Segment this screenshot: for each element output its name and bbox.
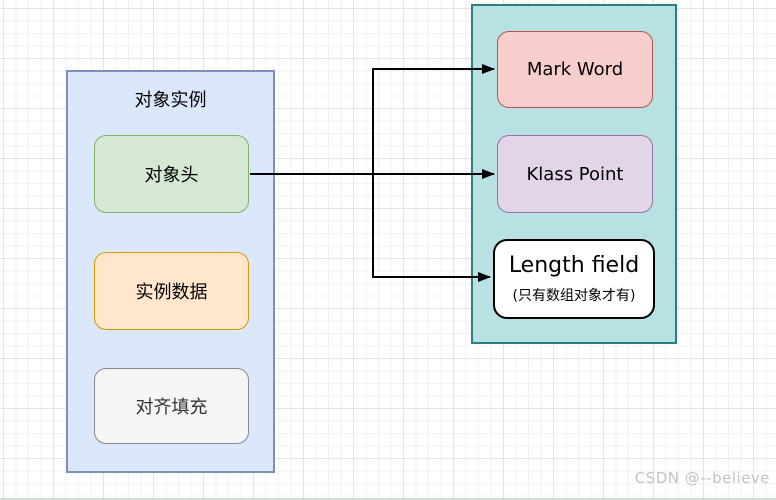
node-length-field-sublabel: (只有数组对象才有): [512, 288, 636, 305]
bottom-edge-divider: [0, 498, 776, 500]
node-object-header-label: 对象头: [144, 165, 199, 186]
node-object-header: 对象头: [94, 135, 249, 213]
node-instance-data-label: 实例数据: [135, 282, 208, 303]
node-instance-data: 实例数据: [94, 252, 249, 330]
node-klass-point: Klass Point: [497, 135, 653, 213]
node-length-field: Length field (只有数组对象才有): [493, 239, 655, 319]
node-alignment-padding-label: 对齐填充: [135, 397, 208, 418]
node-length-field-label: Length field: [508, 252, 640, 278]
node-mark-word: Mark Word: [497, 31, 653, 108]
node-mark-word-label: Mark Word: [526, 59, 624, 80]
object-instance-title: 对象实例: [134, 90, 207, 111]
node-alignment-padding: 对齐填充: [94, 368, 249, 444]
node-klass-point-label: Klass Point: [526, 163, 624, 185]
csdn-watermark: CSDN @--believe: [634, 469, 770, 487]
